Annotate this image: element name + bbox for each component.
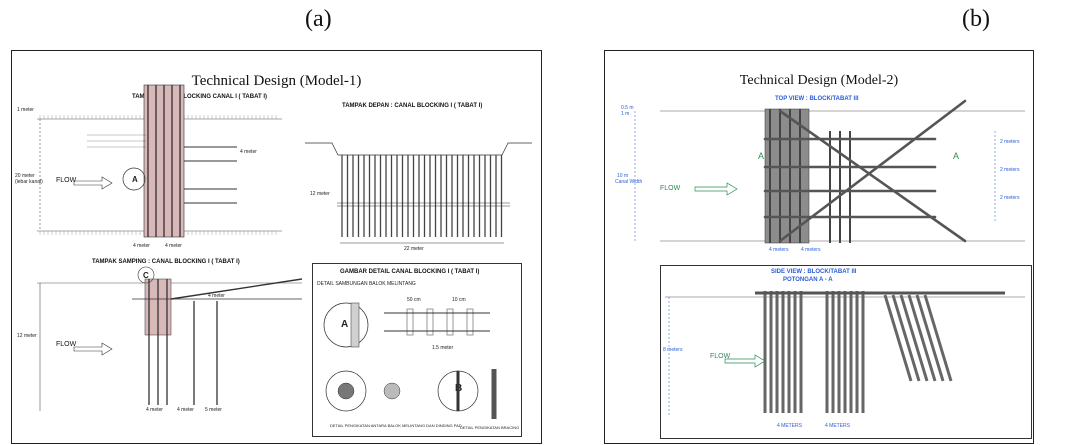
m1-detail-dim-2: 10 cm	[452, 297, 466, 303]
m2-top-view-title: TOP VIEW : BLOCK/TABAT III	[775, 96, 859, 102]
pile-stroke	[883, 294, 913, 382]
m2-side-view-title: SIDE VIEW : BLOCK/TABAT III	[771, 269, 857, 275]
panel-label-b: (b)	[962, 6, 990, 32]
m2-side-bottom-2: 4 METERS	[825, 423, 851, 429]
m1-left-dim: 20 meter	[15, 173, 35, 179]
m1-side-flow: FLOW	[56, 341, 77, 348]
m1-detail-box	[312, 263, 522, 437]
pile-stroke	[923, 294, 953, 382]
m2-top-view-drawing	[634, 99, 1025, 244]
m2-left-dim: 10 m	[617, 173, 629, 179]
m1-detail-caption-2: DETAIL PENGIKATAN BRACING	[460, 425, 520, 430]
m1-front-height: 12 meter	[310, 191, 330, 197]
m1-detail-title: GAMBAR DETAIL CANAL BLOCKING I ( TABAT I…	[340, 269, 480, 275]
m1-flow-label: FLOW	[56, 177, 77, 184]
m2-section-mark-right: A	[953, 151, 960, 161]
m2-side-view-drawing	[665, 291, 1025, 415]
pile-stroke	[915, 294, 945, 382]
m1-detail-dim-1: 50 cm	[407, 297, 421, 303]
model1-title: Technical Design (Model-1)	[191, 73, 362, 89]
m2-bottom-dim-1: 4 meters	[769, 247, 789, 253]
m2-bottom-dim-2: 4 meters	[801, 247, 821, 253]
m1-detail-circle-a: A	[341, 319, 349, 330]
m1-detail-dim-3: 1.5 meter	[432, 345, 454, 351]
m1-detail-drawing	[323, 302, 497, 419]
m2-section-mark-left: A	[758, 151, 765, 161]
m1-side-view-drawing	[37, 266, 303, 411]
m1-bottom-dim-2: 4 meter	[165, 243, 182, 249]
m1-detail-subtitle: DETAIL SAMBUNGAN BALOK MELINTANG	[317, 281, 416, 287]
m1-front-width: 22 meter	[404, 246, 424, 252]
pile-stroke	[907, 294, 937, 382]
m2-flow-label: FLOW	[660, 185, 681, 192]
m2-right-dim-1: 2 meters	[1000, 139, 1020, 145]
pile-stroke	[891, 294, 921, 382]
model2-title: Technical Design (Model-2)	[739, 73, 899, 88]
m1-top-view-drawing	[37, 84, 282, 238]
m1-side-height: 12 meter	[17, 333, 37, 339]
m1-front-view-drawing	[305, 142, 532, 244]
m1-side-bottom-1: 4 meter	[146, 407, 163, 413]
m1-circle-c: C	[143, 271, 149, 280]
m2-side-view-subtitle: POTONGAN A - A	[783, 277, 833, 283]
m1-detail-caption-1: DETAIL PENGIKATAN ANTARA BALOK MELINTANG…	[330, 423, 462, 428]
m2-side-left-dim: 8 meters	[663, 347, 683, 353]
m1-left-dim-sub: (lebar kanal)	[15, 179, 43, 185]
m1-circle-a: A	[132, 175, 138, 184]
m1-side-dim-right: 4 meter	[208, 293, 225, 299]
model2-frame: Technical Design (Model-2) TOP VIEW : BL…	[604, 50, 1034, 444]
m2-left-dim-sub: Canal Width	[615, 179, 643, 185]
m1-top-dim: 1 meter	[17, 107, 34, 113]
m2-side-bottom-1: 4 METERS	[777, 423, 803, 429]
m1-side-bottom-3: 5 meter	[205, 407, 222, 413]
m1-top-view-title: TAMPAK ATAS : BLOCKING CANAL I ( TABAT I…	[132, 94, 267, 100]
m2-right-dim-2: 2 meters	[1000, 167, 1020, 173]
model1-frame: Technical Design (Model-1) TAMPAK ATAS :…	[11, 50, 542, 444]
m1-side-view-title: TAMPAK SAMPING : CANAL BLOCKING I ( TABA…	[92, 259, 240, 265]
m2-side-flow: FLOW	[710, 353, 731, 360]
pile-stroke	[899, 294, 929, 382]
m1-side-bottom-2: 4 meter	[177, 407, 194, 413]
m2-dim-top: 0.5 m	[621, 105, 634, 111]
m2-side-view-box	[660, 265, 1032, 439]
panel-label-a: (a)	[305, 6, 332, 32]
m1-front-view-title: TAMPAK DEPAN : CANAL BLOCKING I ( TABAT …	[342, 103, 483, 109]
m2-right-dim-3: 2 meters	[1000, 195, 1020, 201]
m1-dim-right: 4 meter	[240, 149, 257, 155]
m1-bottom-dim-1: 4 meter	[133, 243, 150, 249]
m2-dim-top2: 1 m	[621, 111, 630, 117]
